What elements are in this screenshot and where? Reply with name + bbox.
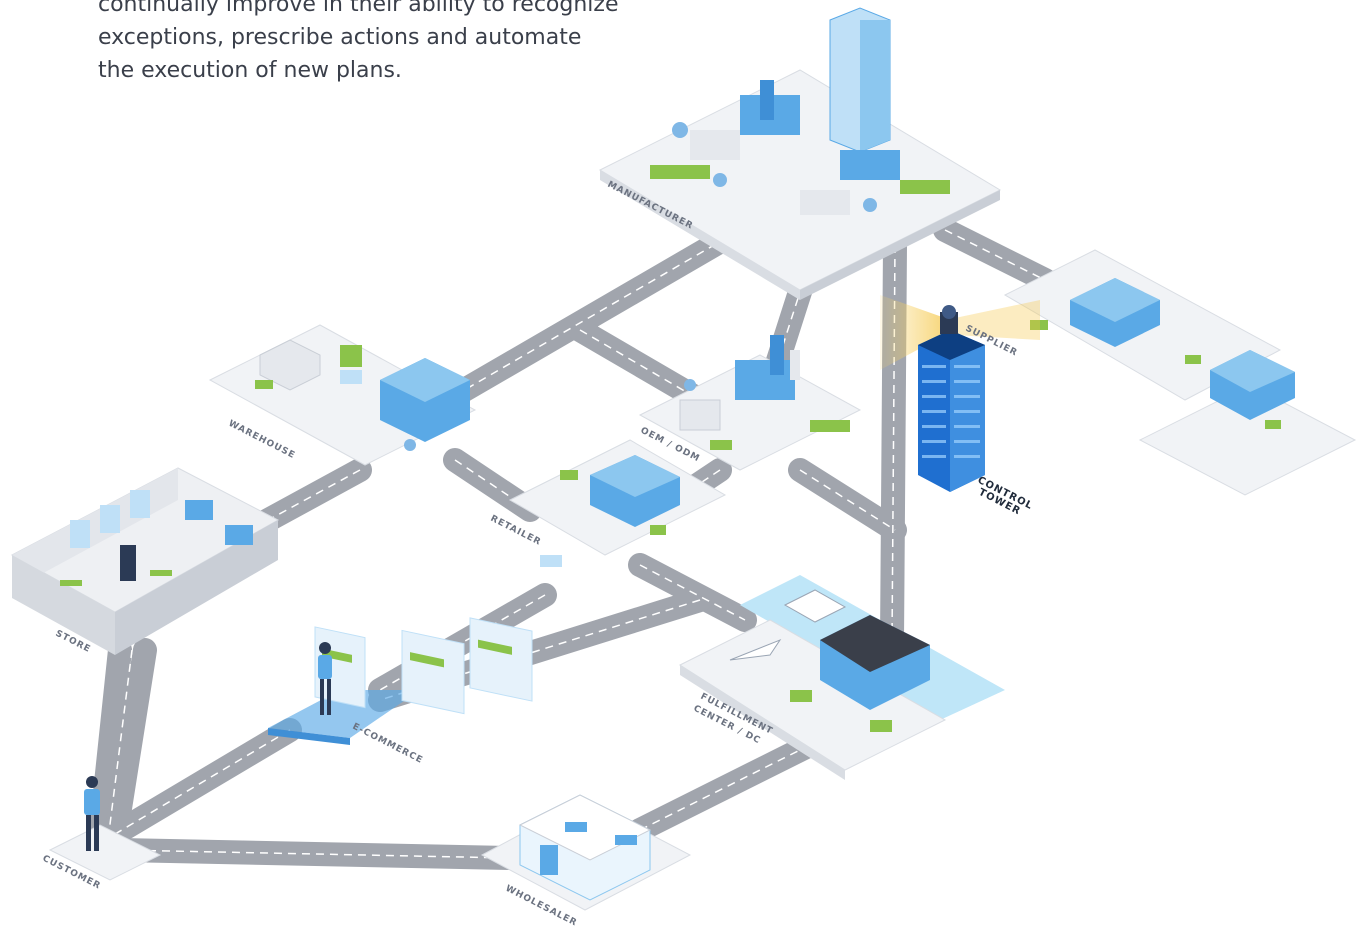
- ecommerce-node: [268, 617, 533, 745]
- ecommerce-card-1: [401, 629, 465, 715]
- road-store-customer: [88, 638, 132, 852]
- customer-person: [84, 776, 100, 851]
- shopper-person: [318, 642, 332, 715]
- manufacturer-node: [598, 7, 1002, 300]
- label-warehouse: WAREHOUSE: [227, 419, 297, 461]
- customer-node: [48, 776, 162, 881]
- supplier-platform-2: [1138, 384, 1357, 496]
- wholesaler-node: [480, 794, 692, 911]
- intro-line-1: continually improve in their ability to …: [98, 0, 619, 17]
- fulfillment-node: [678, 575, 1005, 780]
- control-tower: [918, 305, 985, 492]
- oem-odm-platform: [638, 354, 862, 471]
- road-store-customer-2: [103, 638, 157, 852]
- ecommerce-phone-screen: [268, 690, 420, 738]
- oem-odm-node: [638, 335, 862, 471]
- customer-platform: [48, 824, 162, 881]
- intro-line-3: the execution of new plans.: [98, 58, 402, 83]
- store-node: [10, 467, 280, 655]
- intro-text: continually improve in their ability to …: [98, 0, 698, 87]
- retailer-node: [508, 439, 727, 567]
- warehouse-node: [208, 324, 477, 466]
- ecommerce-card-2: [469, 617, 533, 702]
- label-ecommerce: E-COMMERCE: [351, 722, 425, 766]
- control-tower-beam: [880, 295, 945, 370]
- supplier-node: [1003, 249, 1357, 496]
- intro-line-2: exceptions, prescribe actions and automa…: [98, 25, 582, 50]
